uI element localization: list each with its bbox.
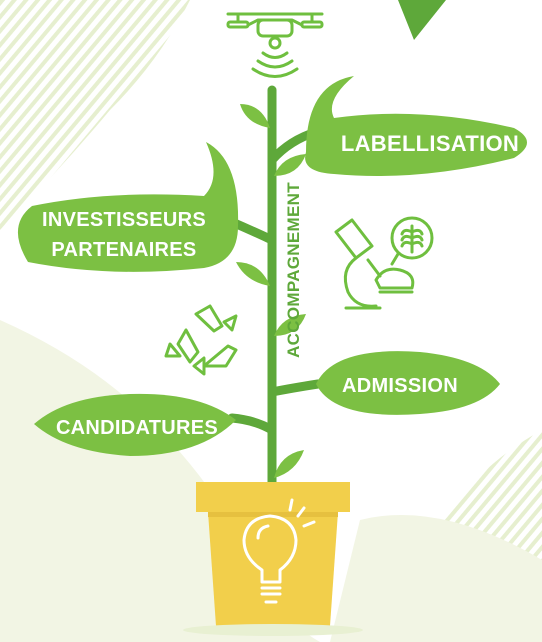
leaf-labellisation xyxy=(305,76,527,176)
leaf-label-admission: ADMISSION xyxy=(342,375,458,397)
drone-icon xyxy=(226,12,324,78)
sprout-leaf xyxy=(274,154,306,176)
recycle-icon xyxy=(164,304,238,376)
background-hatch-top-left xyxy=(0,0,190,230)
decorative-leaf-tip xyxy=(398,0,446,40)
pot-rim-shadow xyxy=(208,512,338,517)
sprout-leaf xyxy=(240,104,270,128)
sprout-leaf xyxy=(236,262,270,286)
leaf-label-investisseurs: INVESTISSEURS xyxy=(42,209,206,231)
pot-ground-shadow xyxy=(183,624,363,636)
leaf-investisseurs xyxy=(17,142,239,272)
leaf-label-candidatures: CANDIDATURES xyxy=(56,417,218,439)
leaf-label-partenaires: PARTENAIRES xyxy=(51,239,196,261)
leaf-candidatures xyxy=(34,393,236,456)
background-ground-blob-right xyxy=(330,515,542,642)
stem-label: ACCOMPAGNEMENT xyxy=(284,182,303,358)
leaf-admission xyxy=(316,351,500,415)
sprout-leaf xyxy=(274,314,306,336)
microscope-wheat-icon xyxy=(334,216,434,310)
plant-stem xyxy=(227,85,323,491)
sprout-leaf xyxy=(274,450,304,478)
pot-rim xyxy=(196,482,350,512)
lightbulb-icon xyxy=(242,498,316,604)
leaf-label-labellisation: LABELLISATION xyxy=(341,131,519,156)
pot-body xyxy=(208,512,338,626)
